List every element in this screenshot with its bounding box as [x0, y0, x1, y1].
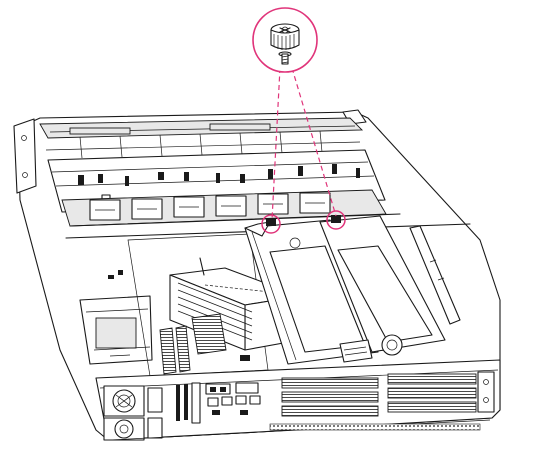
psu-fan-2 [103, 417, 145, 441]
riser-cage-right [319, 215, 461, 363]
pcie-slots-left [281, 377, 379, 417]
screw-highlight-left [261, 214, 281, 234]
thumbscrew-icon [270, 23, 300, 65]
chassis [13, 109, 501, 441]
screw-highlight-right [326, 210, 346, 230]
pcie-slots-right [387, 373, 477, 413]
psu-bay [79, 295, 153, 365]
io-ports [205, 382, 261, 415]
memory-modules [159, 313, 227, 375]
leader-line-right [291, 67, 337, 217]
callout [252, 7, 346, 234]
psu-fan-1 [103, 385, 145, 417]
rear-panel [95, 359, 501, 441]
